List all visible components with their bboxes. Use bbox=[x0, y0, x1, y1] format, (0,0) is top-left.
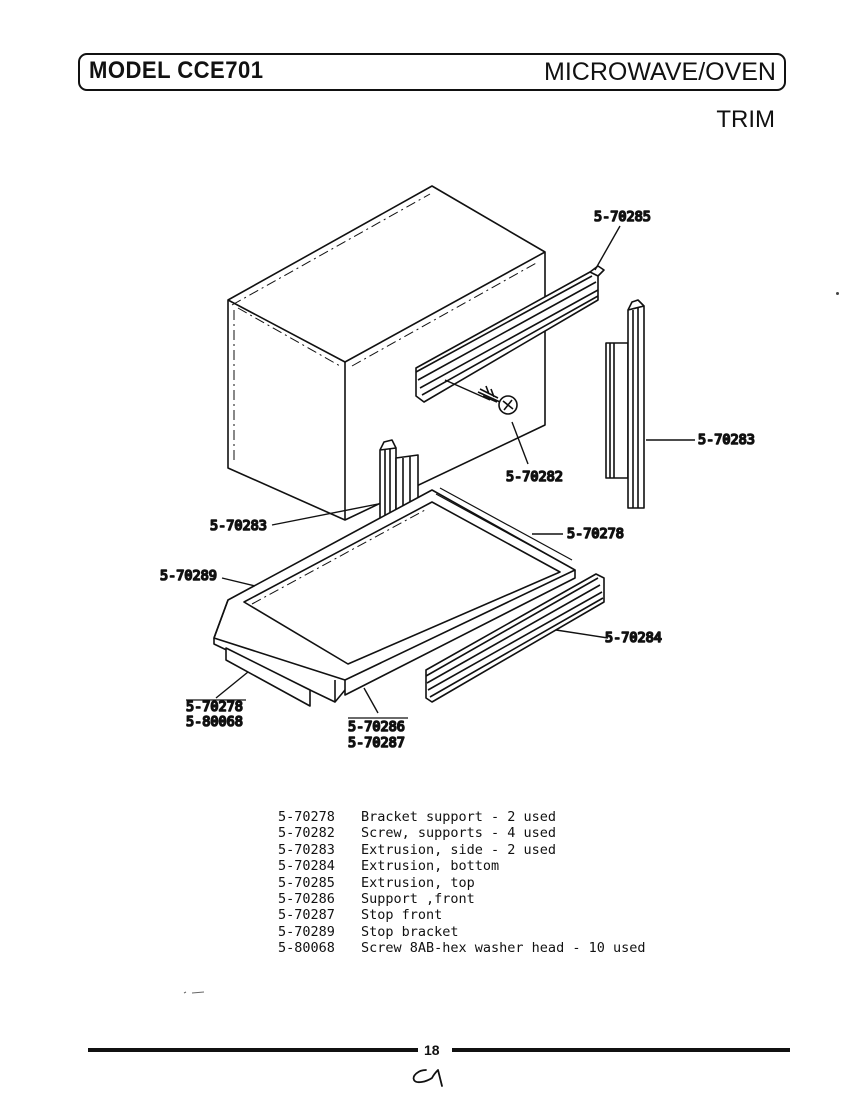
part-description: Screw 8AB-hex washer head - 10 used bbox=[361, 940, 646, 957]
callout-screw-support: 5-70282 bbox=[506, 469, 563, 485]
parts-list-row: 5-70286 Support ,front bbox=[278, 891, 645, 907]
callout-support-front-1: 5-70286 bbox=[348, 719, 405, 735]
part-number: 5-70282 bbox=[278, 825, 335, 842]
part-description: Stop bracket bbox=[361, 923, 459, 940]
part-description: Extrusion, bottom bbox=[361, 858, 500, 875]
callout-extrusion-bottom: 5-70284 bbox=[605, 630, 662, 646]
parts-list-row: 5-70283 Extrusion, side - 2 used bbox=[278, 842, 645, 858]
part-description: Extrusion, top bbox=[361, 874, 475, 891]
part-description: Extrusion, side - 2 used bbox=[361, 841, 557, 858]
product-title: MICROWAVE/OVEN bbox=[544, 58, 776, 86]
part-description: Stop front bbox=[361, 907, 443, 924]
extrusion-side-right-part bbox=[605, 299, 645, 509]
exploded-view-diagram: 5-70285 5-70283 5-70282 5-70283 5-70278 … bbox=[159, 185, 756, 752]
scan-speck bbox=[183, 991, 205, 994]
part-number: 5-80068 bbox=[278, 940, 335, 957]
cabinet-box bbox=[227, 185, 546, 521]
part-number: 5-70287 bbox=[278, 907, 335, 924]
part-description: Bracket support - 2 used bbox=[361, 809, 557, 825]
callout-stop-bracket: 5-70289 bbox=[160, 568, 217, 584]
parts-list-row: 5-70278 Bracket support - 2 used bbox=[278, 809, 645, 825]
part-description: Support ,front bbox=[361, 891, 475, 908]
part-number: 5-70286 bbox=[278, 891, 335, 908]
footer-rule-right bbox=[452, 1048, 790, 1052]
screw-part bbox=[477, 385, 518, 415]
callout-bracket-support-left-1: 5-70278 bbox=[186, 699, 243, 715]
parts-list-row: 5-70285 Extrusion, top bbox=[278, 875, 645, 891]
footer-rule-left bbox=[88, 1048, 418, 1052]
callout-extrusion-side-left: 5-70283 bbox=[210, 518, 267, 534]
header-frame bbox=[78, 53, 786, 91]
part-number: 5-70278 bbox=[278, 809, 335, 825]
parts-list-row: 5-80068 Screw 8AB-hex washer head - 10 us… bbox=[278, 940, 645, 956]
leader-lines bbox=[215, 225, 695, 714]
parts-list-row: 5-70287 Stop front bbox=[278, 907, 645, 923]
callout-support-front-2: 5-70287 bbox=[348, 735, 405, 751]
model-title: MODEL CCE701 bbox=[89, 57, 264, 84]
page-number: 18 bbox=[424, 1042, 440, 1058]
extrusion-top-part bbox=[415, 265, 605, 403]
parts-list-row: 5-70282 Screw, supports - 4 used bbox=[278, 825, 645, 841]
section-title: TRIM bbox=[716, 106, 775, 133]
part-number: 5-70284 bbox=[278, 858, 335, 875]
callout-bracket-support-left-2: 5-80068 bbox=[186, 714, 243, 730]
scan-dot bbox=[836, 292, 839, 295]
handwritten-mark bbox=[412, 1069, 443, 1087]
part-description: Screw, supports - 4 used bbox=[361, 825, 557, 842]
part-number: 5-70285 bbox=[278, 874, 335, 891]
callout-extrusion-top: 5-70285 bbox=[594, 209, 651, 225]
parts-list-row: 5-70289 Stop bracket bbox=[278, 924, 645, 940]
callout-bracket-support-right: 5-70278 bbox=[567, 526, 624, 542]
callout-extrusion-side-right: 5-70283 bbox=[698, 432, 755, 448]
parts-list-row: 5-70284 Extrusion, bottom bbox=[278, 858, 645, 874]
base-tray-part bbox=[213, 487, 576, 707]
part-number: 5-70283 bbox=[278, 841, 335, 858]
part-number: 5-70289 bbox=[278, 923, 335, 940]
extrusion-bottom-part bbox=[425, 573, 605, 703]
